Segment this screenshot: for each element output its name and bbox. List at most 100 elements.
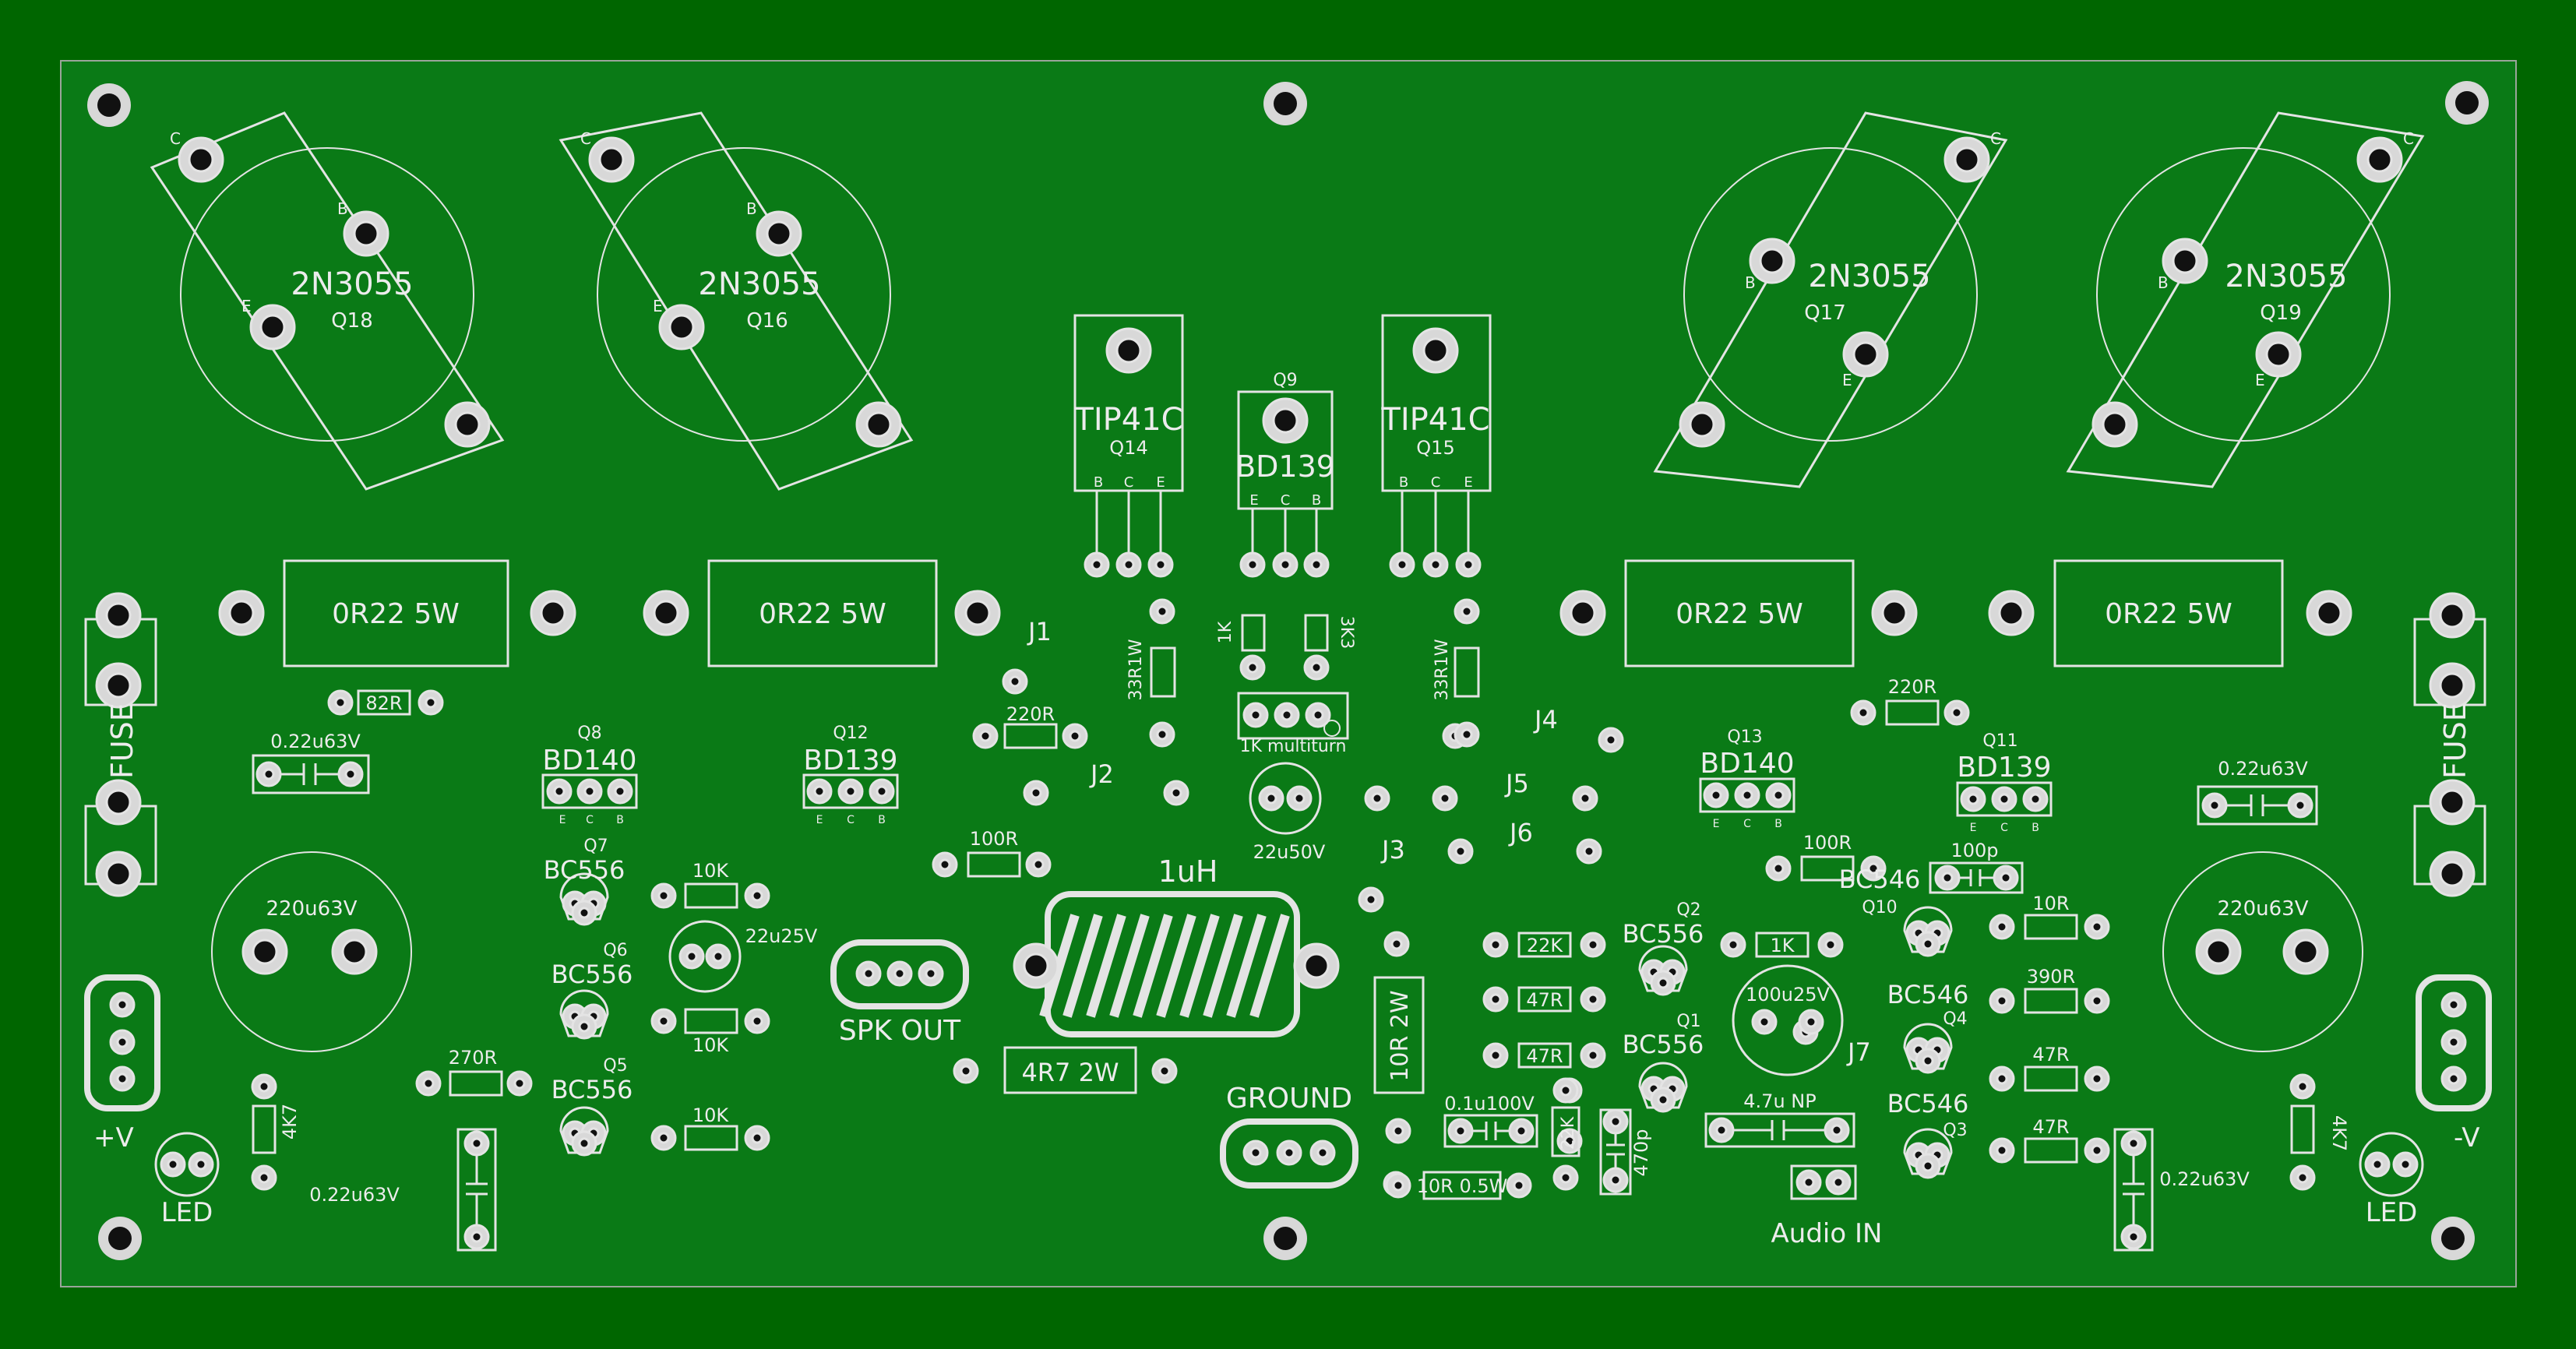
res-4k7-right: 4K7 [2289,1073,2350,1191]
res-33r1w-a-label: 33R1W [1126,639,1146,700]
cap-022-bl-label: 0.22u63V [309,1184,400,1206]
plus-v-label: +V [93,1122,134,1154]
res-47r-b-label: 47R [1526,1045,1563,1067]
q14-pin-c: C [1124,474,1134,491]
res-220r-left: 220R [972,703,1088,749]
j7-label: J7 [1846,1037,1871,1067]
power-transistor-q18: 2N3055 Q18 C B E [150,111,505,491]
cap-022-tr-label: 0.22u63V [2218,758,2308,780]
led-left: LED [154,1132,220,1228]
q1-ref: Q1 [1676,1012,1700,1031]
q16-pin-c: C [580,129,591,148]
inductor-1uh: 1uH [1013,854,1340,1037]
trim-pot-1k: 1K multiturn [1237,692,1349,756]
q6-ref: Q6 [603,941,627,960]
cap-47u-np: 4.7u NP [1704,1090,1855,1148]
fuse-right: FUSE [2413,592,2486,897]
res-47r-a-label: 47R [1526,989,1563,1011]
q10-bc546: Q10 BC546 [1839,865,1953,957]
cap-100p-label: 100p [1951,840,1998,861]
j6-label: J6 [1508,818,1533,847]
audio-in-connector: Audio IN [1771,1164,1883,1249]
res-10k-b-label: 10K [692,1034,730,1056]
q1-part: BC556 [1623,1030,1704,1059]
res-33r1w-b: 33R1W [1432,598,1480,748]
audio-in-label: Audio IN [1771,1218,1883,1249]
q4-ref: Q4 [1943,1009,1967,1029]
q12-pin-c: C [847,814,855,826]
cap-22u25v: 22u25V [668,920,818,993]
fuse-left-label: FUSE [105,703,139,779]
q9-pin-b: B [1312,492,1321,509]
res-4k7-left-label: 4K7 [279,1104,301,1139]
q14-part: TIP41C [1073,402,1182,438]
q8-pin-c: C [586,814,594,826]
res-47r-d-label: 47R [2032,1116,2069,1138]
pot-label: 1K multiturn [1240,737,1347,756]
q8-ref: Q8 [577,724,601,743]
res-1k-h: 1K [1720,932,1844,958]
q12-pin-e: E [816,814,823,826]
res-100r-l-label: 100R [970,828,1018,850]
ground-connector: GROUND [1220,1083,1358,1189]
q19-pin-b: B [2158,273,2169,292]
res-390r-label: 390R [2027,966,2075,988]
resistor-5w-3: 0R22 5W [1559,559,1918,667]
q16-pin-e: E [653,297,663,315]
res-10r: 10R [1989,893,2110,940]
power-connector-right: -V [2416,974,2492,1154]
q17-part: 2N3055 [1808,259,1930,294]
q6-part: BC556 [551,960,633,989]
q12-ref: Q12 [833,724,868,743]
q2-ref: Q2 [1676,900,1700,920]
q19-part: 2N3055 [2225,259,2347,294]
q9-pin-e: E [1249,492,1258,509]
cap-01u-label: 0.1u100V [1444,1093,1535,1115]
res-47r-b: 47R [1482,1042,1606,1069]
q18-part: 2N3055 [291,266,413,302]
cap-220u-left-label: 220u63V [266,897,358,921]
q11-pin-c: C [2000,822,2008,834]
q9-part: BD139 [1235,449,1335,484]
driver-q14: TIP41C Q14 B C E [1073,314,1184,578]
q17-pin-c: C [1990,129,2001,148]
cap-022-bottom-right: 0.22u63V [2113,1128,2250,1252]
r5w-2-label: 0R22 5W [759,598,886,630]
q13-bd140: Q13 BD140 E C B [1699,727,1795,830]
q15-pin-e: E [1464,474,1472,491]
q3-bc546: Q3 BC546 [1887,1089,1968,1179]
spk-out-label: SPK OUT [839,1015,961,1047]
q7-ref: Q7 [583,837,608,856]
res-1k-h-label: 1K [1770,935,1795,956]
q12-pin-b: B [878,814,886,826]
q13-pin-c: C [1743,818,1751,830]
q14-pin-e: E [1156,474,1165,491]
res-47r-c: 47R [1989,1044,2110,1092]
q8-pin-e: E [559,814,566,826]
res-1k-label: 1K [1216,621,1235,643]
cap-022-top-right: 0.22u63V [2197,758,2318,826]
q5-bc556: Q5 BC556 [551,1056,633,1157]
cap-01u100v: 0.1u100V [1443,1093,1538,1148]
q15-pin-c: C [1431,474,1441,491]
driver-q9: Q9 BD139 E C B [1235,371,1335,578]
q19-ref: Q19 [2260,301,2302,325]
cap-022-tl-label: 0.22u63V [270,731,361,752]
r5w-1-label: 0R22 5W [332,598,460,630]
q16-ref: Q16 [746,309,788,333]
q7-bc556: Q7 BC556 [544,837,625,926]
spk-out-connector: SPK OUT [830,939,969,1047]
q4-part: BC546 [1887,980,1969,1009]
q17-pin-b: B [1745,273,1756,292]
res-4r7-2w: 4R7 2W [953,1046,1178,1094]
j5-label: J5 [1504,769,1529,798]
res-22k-vertical: 22K [1551,1077,1580,1191]
j2-label: J2 [1089,759,1114,789]
q15-ref: Q15 [1416,437,1454,459]
cap-470p-label: 470p [1630,1129,1652,1176]
cap-100u25v-label: 100u25V [1746,984,1831,1006]
res-10k-c-label: 10K [692,1104,730,1126]
q11-part: BD139 [1957,752,2051,784]
res-10k-c: 10K [650,1104,770,1151]
